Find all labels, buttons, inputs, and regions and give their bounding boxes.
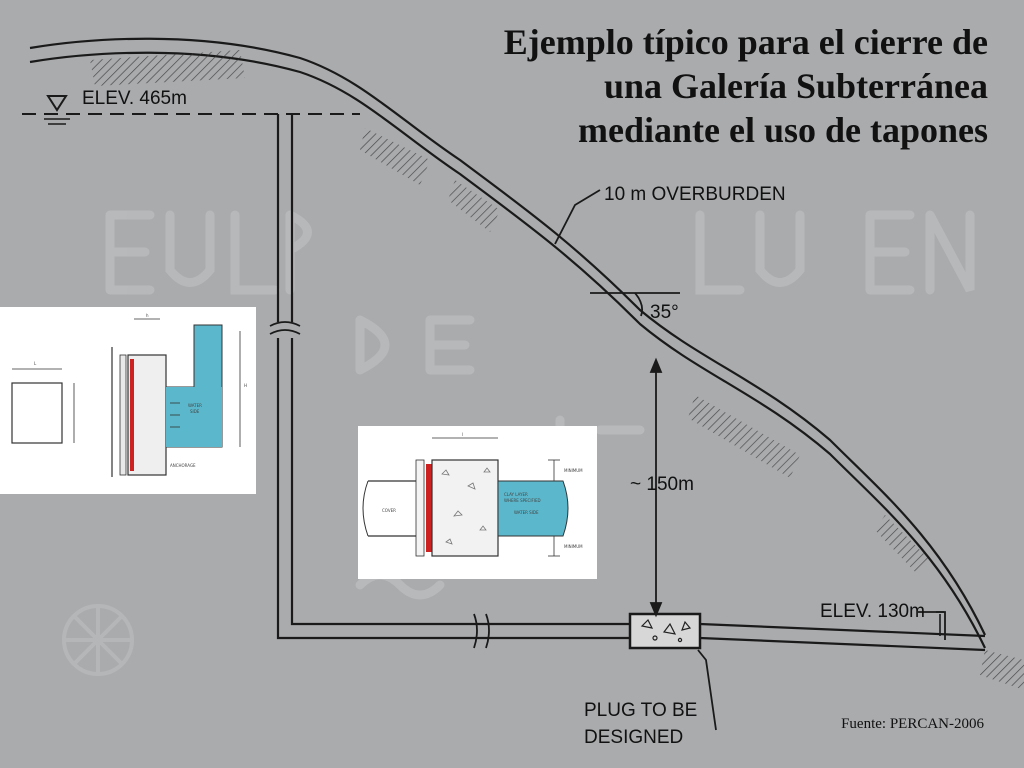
label-elev-top: ELEV. 465m	[82, 88, 187, 109]
inset-right-drawing: MINIMUM MINIMUM CLAY LAYER WHERE SPECIFI…	[362, 432, 583, 557]
slide-title: Ejemplo típico para el cierre de una Gal…	[504, 20, 988, 152]
label-overburden: 10 m OVERBURDEN	[604, 184, 786, 205]
ground-surface	[29, 37, 986, 649]
inset-plug-section: MINIMUM MINIMUM CLAY LAYER WHERE SPECIFI…	[358, 426, 597, 579]
gallery-tunnel	[473, 611, 986, 652]
water-table	[22, 95, 360, 125]
depth-dimension	[649, 357, 663, 618]
inset-left-dim-l: L	[34, 361, 37, 366]
label-depth: ~ 150m	[630, 474, 694, 495]
title-line-2: una Galería Subterránea	[604, 66, 988, 106]
inset-plug-dimensions: WATER SIDE ANCHORAGE L h H	[0, 307, 256, 494]
inset-right-cover: COVER	[382, 508, 396, 513]
angle-marker	[590, 292, 680, 317]
title-line-1: Ejemplo típico para el cierre de	[503, 22, 988, 62]
inset-right-clay-2: WHERE SPECIFIED	[504, 498, 541, 503]
label-plug-line1: PLUG TO BE	[584, 700, 698, 721]
label-elev-bottom: ELEV. 130m	[820, 601, 925, 622]
vertical-shaft	[269, 114, 630, 640]
inset-left-water-1: WATER	[188, 403, 202, 408]
plug-block	[628, 612, 702, 650]
soil-hatch	[90, 50, 1024, 690]
inset-right-dim-l: l	[462, 432, 463, 437]
inset-left-dim-h: h	[146, 313, 149, 318]
inset-right-minimum-top: MINIMUM	[564, 468, 583, 473]
inset-right-water-side: WATER SIDE	[514, 510, 539, 515]
label-angle: 35°	[650, 302, 679, 323]
inset-right-clay-1: CLAY LAYER	[504, 492, 528, 497]
inset-left-anchorage: ANCHORAGE	[170, 463, 196, 468]
source-caption: Fuente: PERCAN-2006	[841, 716, 984, 732]
inset-left-water-2: SIDE	[190, 409, 200, 414]
inset-left-dim-H: H	[244, 383, 247, 388]
inset-left-drawing: WATER SIDE ANCHORAGE L h H	[11, 313, 247, 477]
leader-lines	[554, 189, 946, 731]
title-line-3: mediante el uso de tapones	[577, 110, 988, 150]
label-plug-line2: DESIGNED	[584, 727, 684, 748]
inset-right-minimum-bottom: MINIMUM	[564, 544, 583, 549]
